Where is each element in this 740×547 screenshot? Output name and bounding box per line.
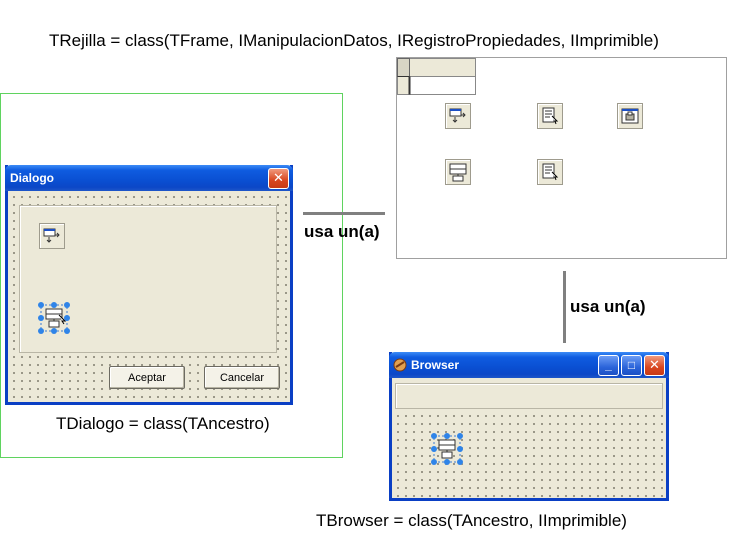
- dialog-close-button[interactable]: ✕: [268, 167, 289, 189]
- close-icon: ✕: [649, 357, 660, 372]
- selected-component[interactable]: [430, 432, 464, 466]
- browser-client-area: [392, 410, 666, 498]
- app-icon: [393, 358, 407, 372]
- maximize-icon: □: [627, 358, 636, 372]
- connector-line-right: [563, 271, 566, 343]
- ok-button[interactable]: Aceptar: [109, 366, 185, 389]
- print-icon[interactable]: [617, 103, 643, 129]
- data-manipulation-component-icon[interactable]: [39, 223, 65, 249]
- property-registry-icon-2[interactable]: [537, 159, 563, 185]
- minimize-icon: _: [605, 358, 612, 372]
- tbrowser-caption: TBrowser = class(TAncestro, IImprimible): [316, 511, 627, 530]
- browser-close-button[interactable]: ✕: [644, 354, 665, 376]
- maximize-button[interactable]: □: [621, 354, 642, 376]
- dialog-client-area: Aceptar Cancelar: [8, 191, 290, 402]
- connector-line-left: [303, 212, 385, 215]
- structure-icon[interactable]: [445, 159, 471, 185]
- dialog-title: Dialogo: [10, 171, 54, 185]
- rejilla-frame: [396, 57, 727, 259]
- browser-titlebar[interactable]: Browser _ □ ✕: [389, 352, 669, 378]
- browser-title: Browser: [411, 358, 460, 372]
- tdialogo-caption: TDialogo = class(TAncestro): [56, 414, 270, 433]
- selection-frame: [0, 93, 343, 458]
- selected-component[interactable]: [37, 301, 70, 334]
- trejilla-caption: TRejilla = class(TFrame, IManipulacionDa…: [49, 31, 659, 50]
- grid-component[interactable]: [397, 58, 476, 95]
- minimize-button[interactable]: _: [598, 354, 619, 376]
- cancel-button[interactable]: Cancelar: [204, 366, 280, 389]
- uses-label-left: usa un(a): [304, 222, 380, 241]
- data-manipulation-icon[interactable]: [445, 103, 471, 129]
- dialog-window: Dialogo ✕: [5, 165, 293, 405]
- property-registry-icon[interactable]: [537, 103, 563, 129]
- close-icon: ✕: [273, 170, 284, 185]
- browser-window: Browser _ □ ✕: [389, 352, 669, 501]
- uses-label-right: usa un(a): [570, 297, 646, 316]
- dialog-titlebar[interactable]: Dialogo ✕: [5, 165, 293, 191]
- dialog-panel: [19, 205, 277, 353]
- browser-toolbar: [395, 383, 663, 409]
